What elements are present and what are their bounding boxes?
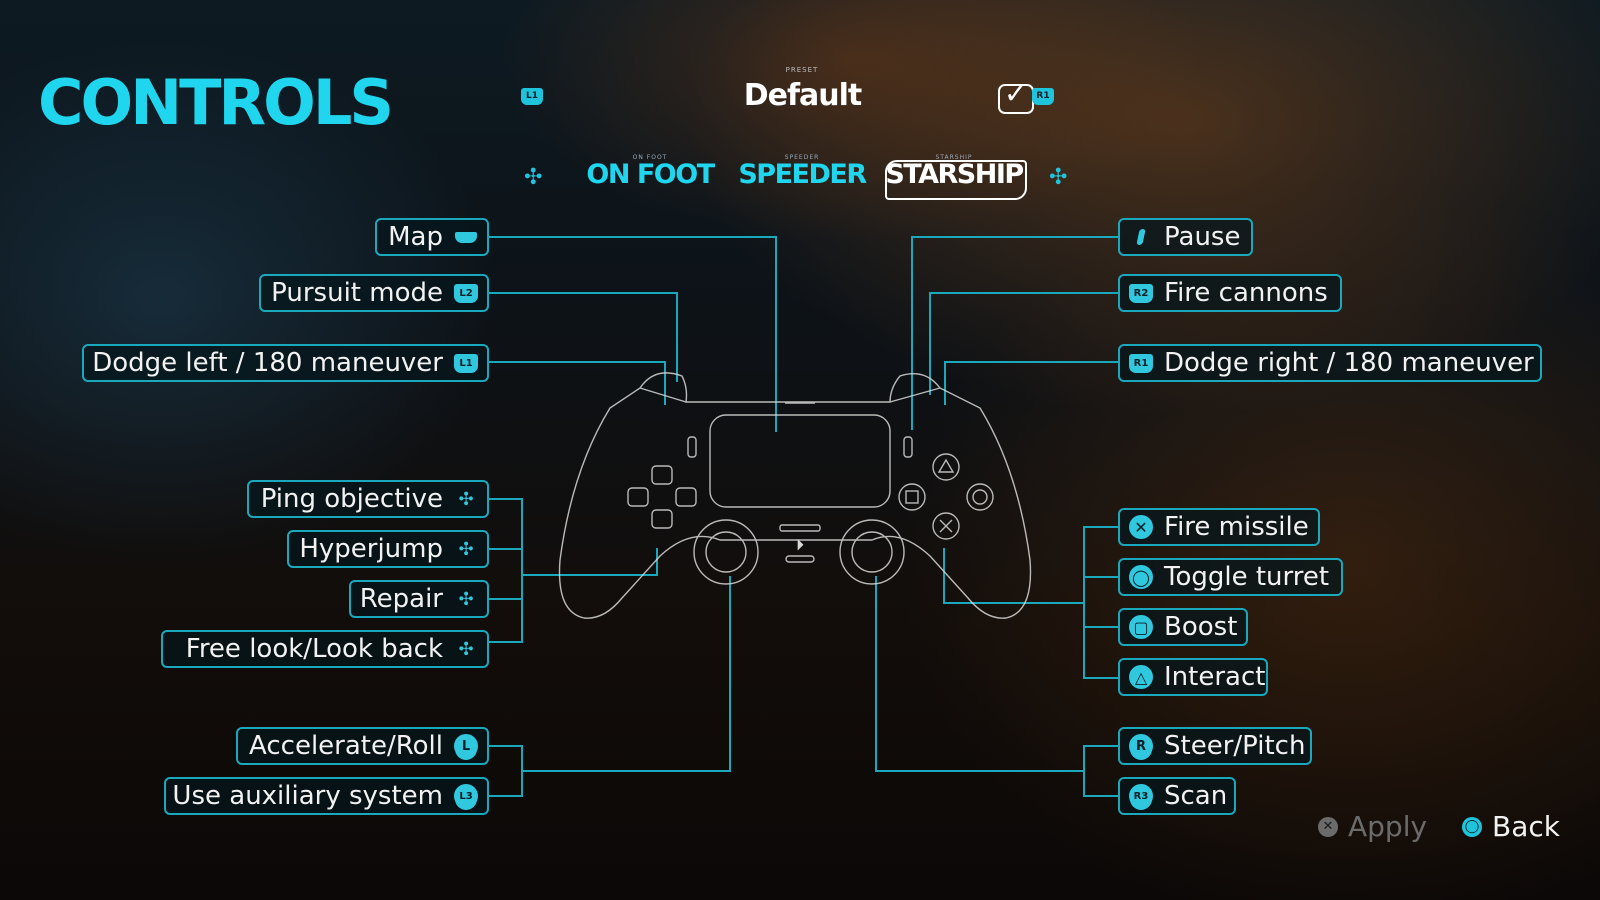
back-button[interactable]: ◯ Back xyxy=(1462,810,1560,843)
binding-label: Pause xyxy=(1164,222,1241,252)
binding-toggle-turret[interactable]: ◯ Toggle turret xyxy=(1118,558,1343,596)
binding-accelerate-roll[interactable]: Accelerate/Roll L xyxy=(236,727,489,765)
binding-label: Interact xyxy=(1164,662,1266,692)
circle-button-icon: ◯ xyxy=(1462,816,1482,837)
dpad-down-icon: ✣ xyxy=(458,588,474,610)
binding-label: Dodge left / 180 maneuver xyxy=(92,348,443,378)
l1-icon: L1 xyxy=(453,352,479,374)
triangle-button-icon: △ xyxy=(1128,665,1154,689)
tab-starship-label: STARSHIP xyxy=(885,159,1024,190)
right-stick-outline xyxy=(839,519,905,585)
binding-label: Dodge right / 180 maneuver xyxy=(1164,348,1534,378)
circle-button-icon: ◯ xyxy=(1128,565,1154,589)
binding-dodge-left[interactable]: Dodge left / 180 maneuver L1 xyxy=(82,344,489,382)
triangle-button-outline xyxy=(932,453,960,481)
binding-label: Pursuit mode xyxy=(271,278,443,308)
cross-button-outline xyxy=(932,512,960,540)
binding-label: Hyperjump xyxy=(299,534,443,564)
binding-label: Map xyxy=(388,222,443,252)
touchpad-outline xyxy=(709,414,891,508)
preset-name[interactable]: Default xyxy=(743,78,863,113)
binding-dodge-right[interactable]: R1 Dodge right / 180 maneuver xyxy=(1118,344,1542,382)
binding-pursuit-mode[interactable]: Pursuit mode L2 xyxy=(259,274,489,312)
dpad-right-icon: ✣ xyxy=(458,538,474,560)
square-button-icon: ▢ xyxy=(1128,615,1154,639)
binding-free-look[interactable]: Free look/Look back ✣ xyxy=(161,630,489,668)
l3-icon: L3 xyxy=(453,784,479,808)
options-icon xyxy=(1128,226,1154,248)
preset-next-r1-button[interactable]: R1 xyxy=(1032,88,1054,105)
binding-label: Boost xyxy=(1164,612,1238,642)
cross-button-icon: ✕ xyxy=(1318,816,1338,837)
binding-scan[interactable]: R3 Scan xyxy=(1118,777,1236,815)
binding-label: Scan xyxy=(1164,781,1228,811)
binding-label: Fire missile xyxy=(1164,512,1309,542)
tab-speeder[interactable]: SPEEDER SPEEDER xyxy=(738,154,867,190)
tab-speeder-caption: SPEEDER xyxy=(784,154,820,161)
binding-label: Repair xyxy=(359,584,443,614)
binding-ping-objective[interactable]: Ping objective ✣ xyxy=(247,480,489,518)
left-stick-outline xyxy=(693,519,759,585)
tab-on-foot-label: ON FOOT xyxy=(586,159,715,190)
dpad-up-icon: ✣ xyxy=(458,488,474,510)
preset-prev-l1-button[interactable]: L1 xyxy=(521,88,543,105)
preset-checkbox[interactable]: ✓ xyxy=(998,80,1034,114)
binding-label: Free look/Look back xyxy=(185,634,443,664)
r3-icon: R3 xyxy=(1128,784,1154,808)
binding-pause[interactable]: Pause xyxy=(1118,218,1253,256)
back-label: Back xyxy=(1492,810,1560,843)
l2-icon: L2 xyxy=(453,282,479,304)
tab-on-foot[interactable]: ON FOOT ON FOOT xyxy=(585,154,715,188)
dpad-left-icon[interactable]: ✣ xyxy=(524,165,543,190)
binding-map[interactable]: Map xyxy=(375,218,489,256)
dpad-left-icon: ✣ xyxy=(458,638,474,660)
apply-button[interactable]: ✕ Apply xyxy=(1318,810,1427,843)
square-button-outline xyxy=(898,483,926,511)
touchpad-icon xyxy=(453,226,479,248)
apply-label: Apply xyxy=(1348,810,1428,843)
r1-icon: R1 xyxy=(1128,352,1154,374)
page-title: CONTROLS xyxy=(38,66,394,139)
preset-caption: PRESET xyxy=(785,66,819,74)
binding-label: Ping objective xyxy=(260,484,443,514)
cross-button-icon: ✕ xyxy=(1128,515,1154,539)
binding-fire-missile[interactable]: ✕ Fire missile xyxy=(1118,508,1320,546)
tab-starship-caption: STARSHIP xyxy=(935,154,973,161)
tab-on-foot-caption: ON FOOT xyxy=(632,154,668,161)
tab-speeder-label: SPEEDER xyxy=(738,159,867,190)
binding-boost[interactable]: ▢ Boost xyxy=(1118,608,1248,646)
binding-repair[interactable]: Repair ✣ xyxy=(349,580,489,618)
left-stick-icon: L xyxy=(453,734,479,758)
binding-label: Steer/Pitch xyxy=(1164,731,1306,761)
binding-hyperjump[interactable]: Hyperjump ✣ xyxy=(287,530,489,568)
right-stick-icon: R xyxy=(1128,734,1154,758)
binding-auxiliary-system[interactable]: Use auxiliary system L3 xyxy=(164,777,489,815)
binding-interact[interactable]: △ Interact xyxy=(1118,658,1268,696)
circle-button-outline xyxy=(966,483,994,511)
tab-starship[interactable]: STARSHIP STARSHIP xyxy=(885,154,1024,190)
binding-fire-cannons[interactable]: R2 Fire cannons xyxy=(1118,274,1342,312)
tab-starship-frame xyxy=(885,160,1027,200)
binding-steer-pitch[interactable]: R Steer/Pitch xyxy=(1118,727,1312,765)
controller-body-outline xyxy=(558,372,1032,619)
binding-label: Fire cannons xyxy=(1164,278,1328,308)
ps-logo-icon: ⏵ xyxy=(796,535,804,554)
r2-icon: R2 xyxy=(1128,282,1154,304)
binding-label: Use auxiliary system xyxy=(172,781,443,811)
binding-label: Accelerate/Roll xyxy=(249,731,443,761)
dpad-right-icon[interactable]: ✣ xyxy=(1049,165,1068,190)
checkmark-icon: ✓ xyxy=(1004,77,1028,110)
binding-label: Toggle turret xyxy=(1164,562,1330,592)
